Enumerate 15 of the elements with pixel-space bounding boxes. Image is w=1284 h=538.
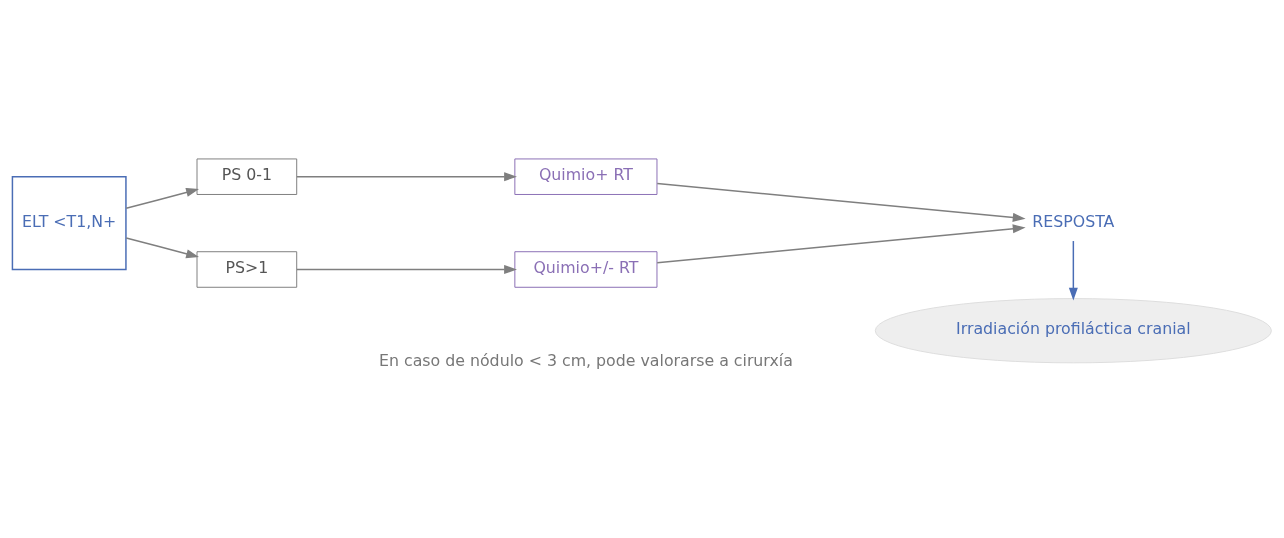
node-box: PS>1 [196,250,298,288]
node-box: PS 0-1 [196,157,298,195]
node-text: RESPOSTA [1032,211,1115,231]
arrow [656,223,1026,263]
node-box: ELT <T1,N+ [11,175,127,270]
arrow [1068,239,1078,301]
arrow [296,264,517,274]
arrow [125,187,199,209]
label: En caso de nódulo < 3 cm, pode valorarse a cirurxía [378,350,793,370]
node-box: Quimio+ RT [514,157,658,195]
node-box: Quimio+/- RT [514,250,658,288]
node-ellipse: Irradiación profiláctica cranial [874,297,1272,363]
arrow [656,182,1026,222]
arrow [296,171,517,181]
arrow [125,236,199,258]
